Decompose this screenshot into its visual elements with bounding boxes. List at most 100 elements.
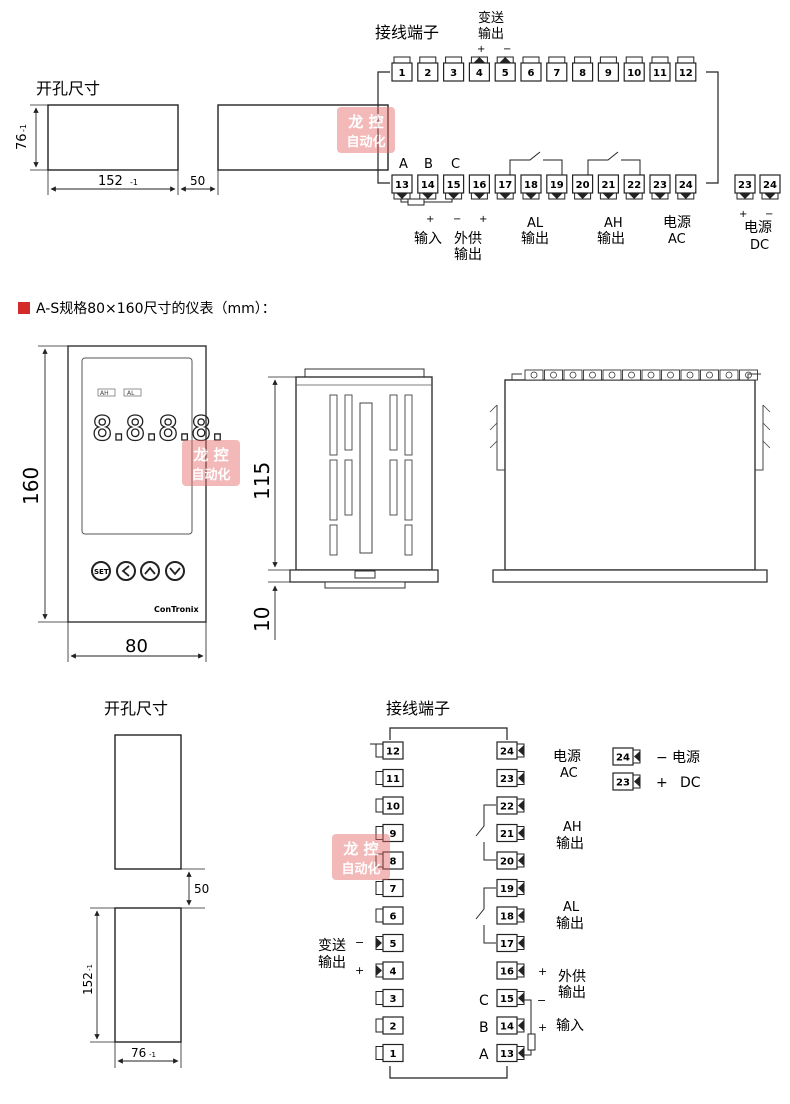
terminal-number: 7 bbox=[390, 884, 397, 895]
bottom-ah-relay bbox=[475, 804, 496, 861]
terminal-number: 1 bbox=[399, 68, 406, 79]
terminal-11: 11 bbox=[375, 768, 404, 788]
meter-depth2-dim: 10 bbox=[250, 607, 274, 632]
terminal-24: 24 bbox=[612, 747, 641, 766]
bottom-input-label: 输入 bbox=[556, 1018, 584, 1034]
terminal-number: 20 bbox=[500, 857, 514, 868]
bottom-abc-a: A bbox=[479, 1047, 489, 1063]
terminal-number: 6 bbox=[528, 68, 535, 79]
bottom-input-plus: + bbox=[538, 1021, 547, 1034]
terminal-number: 10 bbox=[386, 802, 400, 813]
down-button[interactable] bbox=[165, 561, 185, 581]
terminal-number: 22 bbox=[500, 802, 514, 813]
terminal-number: 24 bbox=[679, 180, 693, 191]
top-abc-a: A bbox=[399, 157, 408, 172]
set-button[interactable] bbox=[91, 561, 111, 581]
terminal-number: 12 bbox=[386, 747, 400, 758]
bottom-ah-label-2: 输出 bbox=[556, 836, 584, 852]
terminal-24: 24 bbox=[675, 174, 697, 200]
bottom-dc-minus: − bbox=[656, 750, 668, 766]
terminal-number: 14 bbox=[421, 180, 435, 191]
section-title: A-S规格80×160尺寸的仪表（mm）： bbox=[36, 301, 276, 317]
terminal-number: 10 bbox=[627, 68, 641, 79]
terminal-23: 23 bbox=[649, 174, 671, 200]
terminal-5: 5 bbox=[375, 933, 404, 953]
terminal-4: 4 bbox=[375, 961, 404, 980]
svg-text:自动化: 自动化 bbox=[191, 467, 230, 483]
terminal-number: 15 bbox=[500, 994, 514, 1005]
top-input-minus: − bbox=[453, 214, 461, 225]
top-input-label: 输入 bbox=[414, 231, 442, 247]
terminal-number: 8 bbox=[579, 68, 586, 79]
terminal-number: 23 bbox=[738, 180, 752, 191]
terminal-number: 4 bbox=[390, 967, 397, 978]
up-button[interactable] bbox=[140, 561, 160, 581]
bottom-ext-label-1: 外供 bbox=[558, 969, 586, 985]
top-input-resistor bbox=[407, 198, 425, 206]
top-gap-dim: 50 bbox=[190, 174, 205, 188]
terminal-number: 5 bbox=[390, 939, 397, 950]
bottom-height-tol: -1 bbox=[86, 964, 94, 971]
top-al-label-1: AL bbox=[527, 216, 544, 231]
terminal-number: 13 bbox=[500, 1049, 514, 1060]
terminal-18: 18 bbox=[520, 174, 542, 200]
terminal-7: 7 bbox=[375, 878, 404, 898]
terminal-number: 1 bbox=[390, 1049, 397, 1060]
terminal-number: 13 bbox=[395, 180, 409, 191]
set-button-label: SET bbox=[94, 568, 109, 576]
terminal-1: 1 bbox=[391, 56, 413, 82]
top-retrans-plus: + bbox=[477, 44, 485, 55]
terminal-3: 3 bbox=[443, 56, 465, 82]
top-power-dc: DC bbox=[750, 238, 769, 253]
terminal-number: 11 bbox=[386, 774, 400, 785]
bottom-al-label-1: AL bbox=[563, 900, 580, 915]
terminal-number: 5 bbox=[502, 68, 509, 79]
terminal-number: 24 bbox=[763, 180, 777, 191]
bottom-wire-loop bbox=[389, 727, 508, 1079]
section-bullet bbox=[18, 302, 30, 314]
svg-text:自动化: 自动化 bbox=[346, 134, 385, 150]
top-input-plus: + bbox=[426, 214, 434, 225]
terminal-12: 12 bbox=[675, 56, 697, 82]
bottom-cutout-rect-2 bbox=[114, 907, 182, 1043]
bottom-power-label: 电源 bbox=[553, 749, 581, 765]
top-abc-b: B bbox=[424, 157, 433, 172]
terminal-number: 3 bbox=[390, 994, 397, 1005]
terminal-number: 2 bbox=[390, 1022, 397, 1033]
meter-width-dim: 80 bbox=[125, 636, 148, 657]
terminal-8: 8 bbox=[375, 851, 404, 870]
terminal-19: 19 bbox=[546, 174, 568, 200]
top-ah-relay bbox=[587, 151, 641, 175]
terminal-20: 20 bbox=[496, 851, 525, 870]
terminal-13: 13 bbox=[391, 174, 413, 200]
bottom-al-label-2: 输出 bbox=[556, 916, 584, 932]
terminal-20: 20 bbox=[571, 174, 594, 200]
bottom-width-dim: 76 bbox=[131, 1046, 146, 1060]
terminal-24: 24 bbox=[759, 174, 781, 200]
top-wire-loop bbox=[377, 71, 719, 184]
top-ext-label-1: 外供 bbox=[454, 231, 482, 247]
meter-display: 8.8.8.8. bbox=[92, 409, 224, 449]
top-al-label-2: 输出 bbox=[521, 231, 549, 247]
terminal-24: 24 bbox=[496, 741, 525, 760]
terminal-21: 21 bbox=[597, 174, 620, 200]
terminal-5: 5 bbox=[494, 56, 516, 82]
terminal-4: 4 bbox=[468, 56, 490, 82]
terminal-1: 1 bbox=[375, 1043, 404, 1063]
indicator-ah bbox=[97, 388, 116, 397]
top-cutout-height-tol: -1 bbox=[19, 124, 28, 132]
terminal-number: 20 bbox=[576, 180, 590, 191]
terminal-14: 14 bbox=[417, 174, 439, 200]
top-retrans-label-2: 输出 bbox=[478, 26, 504, 42]
bottom-al-relay bbox=[475, 887, 496, 944]
terminal-14: 14 bbox=[496, 1016, 525, 1035]
terminal-23: 23 bbox=[612, 772, 641, 791]
terminal-6: 6 bbox=[520, 56, 542, 82]
meter-height-dim: 160 bbox=[19, 467, 43, 505]
terminal-number: 16 bbox=[472, 180, 486, 191]
top-dc-terminals: 23 24 bbox=[734, 174, 781, 200]
left-button[interactable] bbox=[116, 561, 136, 581]
